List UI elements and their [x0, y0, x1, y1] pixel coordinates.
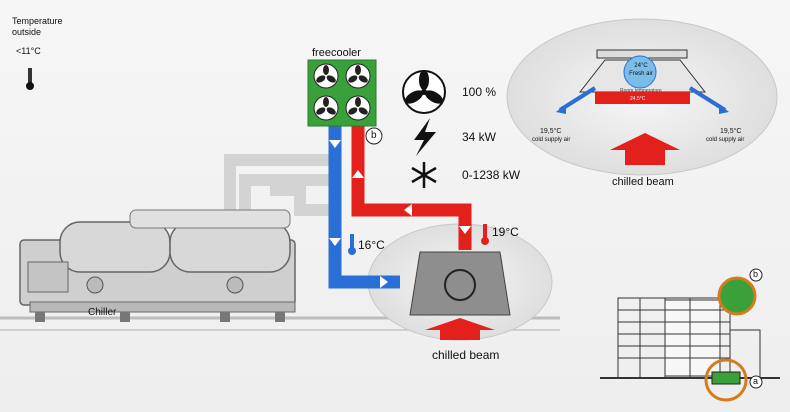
freecooler-marker-b	[365, 127, 383, 145]
building-highlight-a	[704, 358, 748, 402]
snowflake-icon	[411, 162, 437, 188]
fan-blade	[326, 75, 336, 83]
detail-chilled-beam-label: chilled beam	[612, 176, 674, 188]
fan-blade	[316, 107, 326, 115]
lightning-icon	[414, 118, 436, 156]
fan-icon	[402, 70, 446, 114]
return-temp: 19°C	[492, 225, 519, 239]
fresh-air-label: 24°C Fresh air	[629, 63, 653, 77]
chilled-beam-detail	[506, 18, 778, 176]
fan-blade	[355, 97, 361, 107]
freecooler-label: freecooler	[312, 47, 361, 59]
chiller-machine	[19, 209, 296, 322]
fan-blade	[355, 65, 361, 75]
chilled-beam-arrow	[425, 318, 495, 340]
room-temp-label: Room temperature	[620, 88, 662, 94]
thermometer-icon	[26, 68, 34, 90]
fan-blade	[358, 75, 368, 83]
right-supply-temp: 19,5°C	[720, 128, 742, 135]
building-marker-a	[749, 375, 763, 389]
supply-temp: 16°C	[358, 238, 385, 252]
chilled-beam-label: chilled beam	[432, 348, 500, 362]
building-chiller-icon	[711, 371, 741, 385]
building-marker-b-label: b	[753, 269, 759, 279]
fan-icon	[313, 63, 371, 121]
fan-speed-value: 100 %	[462, 85, 497, 99]
supply-pipe	[328, 118, 400, 289]
outside-title: Temperature outside	[12, 16, 63, 37]
fan-blade	[316, 75, 326, 83]
freecooler-unit	[307, 59, 377, 127]
fan-blade	[358, 107, 368, 115]
building-illustration	[600, 297, 780, 379]
fan-blade	[323, 65, 329, 75]
chiller-label: Chiller	[88, 307, 117, 318]
supply-thermometer-icon	[348, 234, 356, 255]
chilled-beam-unit	[409, 251, 511, 316]
power-value: 34 kW	[462, 130, 497, 144]
return-thermometer-icon	[481, 224, 489, 245]
cooling-range-value: 0-1238 kW	[462, 168, 521, 182]
left-supply-temp: 19,5°C	[540, 128, 562, 135]
freecooler-marker-b-label: b	[371, 130, 377, 141]
fan-blade	[326, 107, 336, 115]
room-temp-value: 24.5°C	[630, 96, 646, 102]
return-pipe	[351, 118, 472, 250]
building-highlight-b	[717, 276, 757, 316]
fan-blade	[348, 75, 358, 83]
outside-temperature: <11°C	[16, 46, 41, 56]
right-supply-label: cold supply air	[706, 137, 745, 143]
fan-blade	[323, 97, 329, 107]
building-marker-a-label: a	[753, 376, 759, 386]
left-supply-label: cold supply air	[532, 137, 571, 143]
building-marker-b	[749, 268, 763, 282]
fan-blade	[348, 107, 358, 115]
